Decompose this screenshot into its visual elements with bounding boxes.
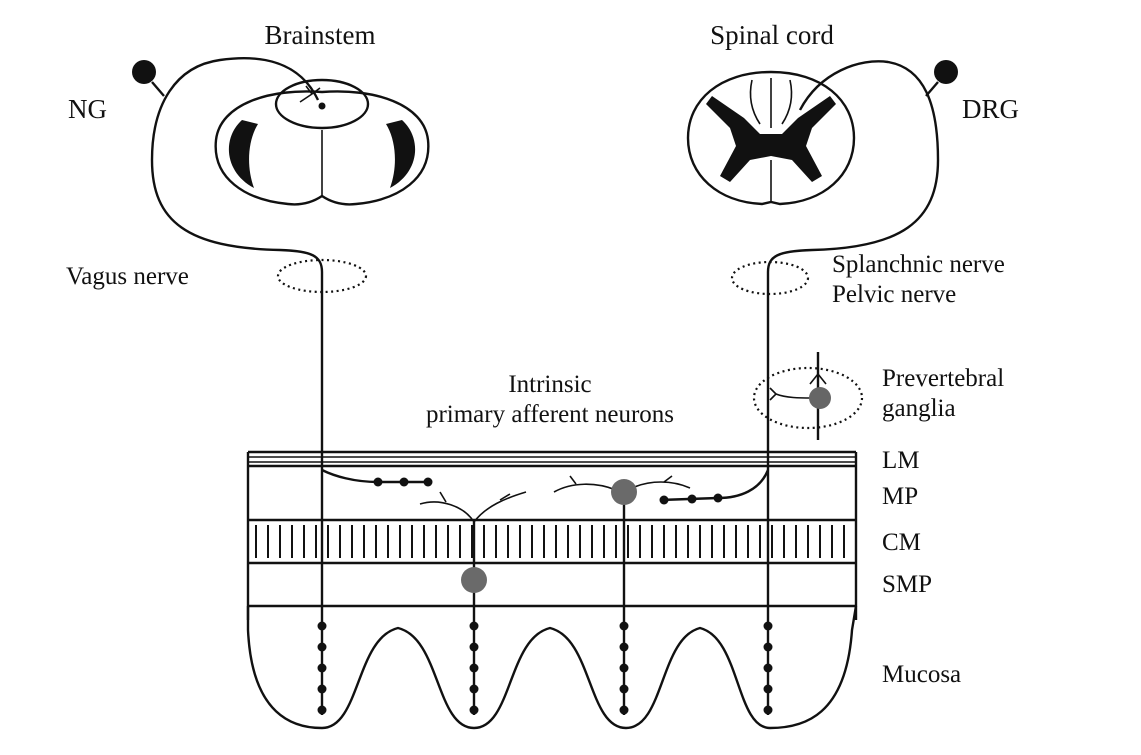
cm-label: CM (882, 529, 921, 556)
varicosity-dot (470, 643, 479, 652)
intrinsic-neurons (322, 470, 768, 715)
varicosity-dot (620, 643, 629, 652)
mp-label: MP (882, 483, 918, 510)
varicosity-dot (764, 664, 773, 673)
varicosity-dot (318, 643, 327, 652)
varicosity-dot (318, 685, 327, 694)
varicosity-dot (470, 664, 479, 673)
varicosity-dot (764, 643, 773, 652)
spinal-cord-section (688, 72, 854, 204)
varicosity-dot (620, 706, 629, 715)
varicosity-dot (318, 664, 327, 673)
varicosity-dot (470, 706, 479, 715)
lm-label: LM (882, 447, 920, 474)
ng-label: NG (68, 94, 107, 124)
smp-label: SMP (882, 571, 932, 598)
spinal-cord-label: Spinal cord (710, 20, 834, 50)
varicosity-dot (764, 685, 773, 694)
brainstem-label: Brainstem (265, 20, 376, 50)
varicosity-dot (318, 706, 327, 715)
intrinsic-label-line2: primary afferent neurons (426, 401, 674, 428)
varicosity-dot (470, 622, 479, 631)
nodose-ganglion-cell (132, 60, 156, 84)
varicosity-dot (620, 685, 629, 694)
intrinsic-label-line1: Intrinsic (508, 371, 591, 398)
prevertebral-label-line1: Prevertebral (882, 365, 1004, 392)
varicosity-dot (764, 706, 773, 715)
brainstem-section (216, 80, 429, 204)
varicosity-dot (620, 622, 629, 631)
drg-cell (934, 60, 958, 84)
varicosity-dot (470, 685, 479, 694)
varicosity-dot (318, 622, 327, 631)
varicosity-dot (620, 664, 629, 673)
splanchnic-nerve-label: Splanchnic nerve (832, 251, 1005, 278)
mucosa-label: Mucosa (882, 661, 961, 688)
pelvic-nerve-label: Pelvic nerve (832, 281, 956, 308)
prevertebral-ganglion (754, 352, 862, 440)
prevertebral-label-line2: ganglia (882, 395, 956, 422)
splanchnic-pelvic-nerve-outline (732, 262, 808, 294)
circular-muscle-stripes (256, 525, 844, 558)
vagus-nerve-label: Vagus nerve (66, 263, 189, 290)
drg-label: DRG (962, 94, 1019, 124)
varicosity-dot (764, 622, 773, 631)
